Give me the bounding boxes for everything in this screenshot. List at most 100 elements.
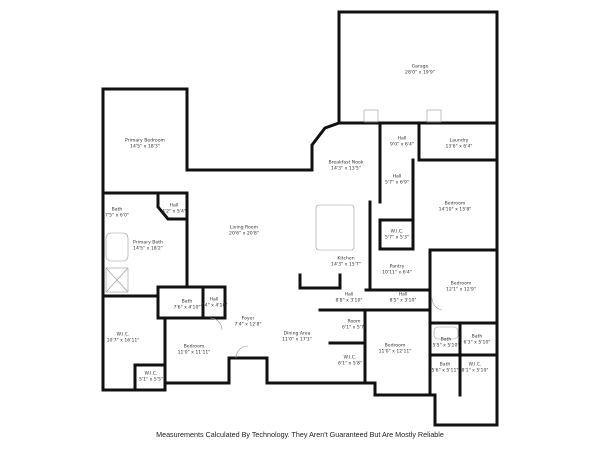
interior-wall [364, 248, 499, 292]
room-dimensions: 5'5" x 5'10" [432, 343, 460, 348]
room-name: Foyer [241, 316, 255, 322]
room-name: Living Room [229, 225, 259, 231]
room-dimensions: 14'5" x 18'2" [133, 246, 163, 251]
room-name: W.I.C. [468, 362, 482, 368]
room-dimensions: 8'1" x 5'10" [461, 368, 489, 373]
room-name: Hall [209, 297, 219, 303]
room-dimensions: 8'8" x 3'10" [335, 298, 363, 303]
interior-wall [156, 191, 189, 221]
room-name: Kitchen [337, 256, 355, 262]
interior-wall [156, 285, 227, 320]
room-dimensions: 11'0" x 17'1" [282, 337, 312, 342]
room-dimensions: 10'7" x 16'11" [106, 338, 140, 343]
room-dimensions: 5'6" x 5'11" [431, 368, 459, 373]
room-dimensions: 6'1" x 5'7" [341, 325, 367, 330]
room-name: Bedroom [450, 281, 472, 287]
garage-step [363, 109, 379, 123]
room-name: Hall [344, 292, 354, 298]
interior-wall [298, 273, 342, 290]
room-name: W.I.C. [144, 371, 158, 377]
room-dimensions: 12'1" x 12'9" [446, 287, 476, 292]
door-swing [431, 297, 443, 311]
room-name: Bath [440, 337, 452, 343]
room-label: W.I.C.5'1" x 5'5" [139, 371, 163, 382]
room-name: Dining Area [283, 331, 311, 337]
room-dimensions: 4'2" x 5'4" [161, 209, 187, 214]
room-dimensions: 4'4" x 4'10" [200, 303, 228, 308]
room-dimensions: 14'3" x 15'7" [331, 262, 361, 267]
room-name: Bedroom [183, 344, 205, 350]
room-dimensions: 7'4" x 12'8" [234, 322, 262, 327]
room-name: Laundry [449, 138, 469, 144]
interior-wall [417, 121, 499, 162]
shower [105, 267, 129, 293]
room-name: Hall [398, 292, 408, 298]
disclaimer-footer: Measurements Calculated By Technology. T… [156, 430, 444, 439]
room-dimensions: 13'6" x 6'4" [445, 144, 473, 149]
room-name: Hall [392, 174, 402, 180]
bathtub [433, 326, 459, 340]
room-dimensions: 28'0" x 19'9" [405, 70, 435, 75]
room-dimensions: 11'0" x 12'11" [378, 349, 412, 354]
room-name: Breakfast Nook [328, 160, 364, 166]
room-name: Pantry [389, 264, 405, 270]
room-label: W.I.C.5'7" x 5'3" [385, 229, 409, 240]
room-dimensions: 5'1" x 5'5" [138, 377, 164, 382]
room-name: Garage [411, 64, 429, 70]
room-name: W.I.C. [116, 332, 130, 338]
room-name: Hall [169, 203, 179, 209]
room-name: Bath [471, 334, 483, 340]
room-dimensions: 5'7" x 6'9" [384, 180, 410, 185]
door-swing [209, 317, 223, 331]
room-name: W.I.C. [390, 229, 404, 235]
garage-walls [337, 10, 499, 125]
room-label: W.I.C.10'7" x 16'11" [107, 332, 140, 343]
door-swing [235, 345, 249, 359]
room-dimensions: 6'1" x 5'8" [337, 361, 363, 366]
room-label: W.I.C.6'1" x 5'8" [338, 355, 362, 366]
outer-wall-top [185, 121, 499, 427]
room-dimensions: 7'5" x 6'0" [104, 213, 130, 218]
room-name: Hall [397, 136, 407, 142]
room-dimensions: 6'3" x 5'10" [463, 340, 491, 345]
room-dimensions: 20'6" x 20'8" [229, 231, 259, 236]
room-name: Bedroom [444, 201, 466, 207]
room-label: W.I.C.8'1" x 5'10" [461, 362, 488, 373]
room-dimensions: 7'6" x 4'10" [173, 305, 201, 310]
interior-wall [378, 158, 415, 251]
room-name: Room [347, 319, 361, 325]
room-dimensions: 14'10" x 15'8" [438, 207, 472, 212]
bathtub [105, 232, 129, 262]
room-dimensions: 10'11" x 6'4" [382, 270, 412, 275]
garage-step [426, 109, 442, 123]
room-dimensions: 5'7" x 5'3" [384, 235, 410, 240]
